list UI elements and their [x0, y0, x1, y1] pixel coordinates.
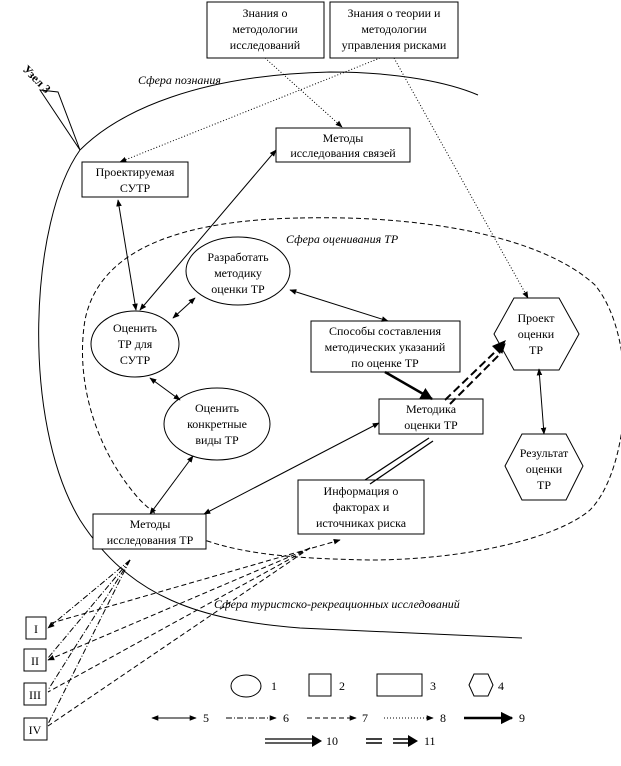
- svg-text:конкретные: конкретные: [187, 417, 247, 431]
- svg-text:методологии: методологии: [361, 22, 427, 36]
- svg-text:10: 10: [326, 734, 338, 748]
- svg-text:методических указаний: методических указаний: [325, 340, 446, 354]
- svg-text:9: 9: [519, 711, 525, 725]
- sphere-evaluation-label: Сфера оценивания ТР: [286, 232, 399, 246]
- svg-text:Оценить: Оценить: [195, 401, 240, 415]
- side-node-pointer: [38, 89, 81, 151]
- svg-text:оценки: оценки: [526, 462, 563, 476]
- cognition-sphere-outer-curve: [38, 149, 523, 639]
- svg-text:методику: методику: [214, 266, 262, 280]
- svg-text:6: 6: [283, 711, 289, 725]
- svg-text:оценки: оценки: [518, 327, 555, 341]
- svg-text:Разработать: Разработать: [207, 250, 269, 264]
- box-compose-guidance: Способы составления методических указани…: [310, 320, 461, 373]
- double-dashed-arrow-head: [492, 340, 506, 354]
- box-relation-methods: Методы исследования связей: [275, 127, 411, 163]
- svg-text:Оценить: Оценить: [113, 321, 158, 335]
- connections-dashed: [47, 539, 341, 727]
- svg-text:оценки ТР: оценки ТР: [404, 418, 458, 432]
- svg-text:7: 7: [362, 711, 368, 725]
- ellipse-evaluate-specific: Оценить конкретные виды ТР: [163, 387, 271, 461]
- svg-text:IV: IV: [29, 723, 42, 737]
- svg-text:Методика: Методика: [406, 402, 457, 416]
- svg-text:Результат: Результат: [520, 446, 569, 460]
- sphere-research-label: Сфера туристско-рекреационных исследован…: [214, 597, 460, 611]
- connections-dotted: [119, 57, 529, 299]
- svg-text:1: 1: [271, 679, 277, 693]
- cognition-sphere-boundary: [79, 71, 479, 151]
- svg-text:по оценке ТР: по оценке ТР: [351, 356, 419, 370]
- svg-text:3: 3: [430, 679, 436, 693]
- legend: 1 2 3 4 5 6 7 8 9 10 11: [151, 673, 525, 748]
- svg-text:методологии: методологии: [232, 22, 298, 36]
- svg-text:виды ТР: виды ТР: [195, 433, 239, 447]
- svg-text:Методы: Методы: [323, 131, 364, 145]
- svg-text:III: III: [29, 688, 41, 702]
- svg-text:Проект: Проект: [517, 311, 555, 325]
- svg-text:факторах и: факторах и: [333, 500, 390, 514]
- thick-arrow-compose-to-method: [384, 370, 434, 401]
- svg-text:Способы составления: Способы составления: [329, 324, 442, 338]
- svg-text:СУТР: СУТР: [120, 353, 151, 367]
- hexagon-result: Результат оценки ТР: [504, 433, 584, 501]
- sphere-cognition-label: Сфера познания: [138, 73, 221, 87]
- box-roman-2: II: [23, 648, 47, 672]
- svg-text:исследования ТР: исследования ТР: [107, 533, 194, 547]
- svg-text:Знания о: Знания о: [242, 6, 287, 20]
- connections-bidirectional: [116, 149, 547, 515]
- svg-text:ТР: ТР: [537, 478, 551, 492]
- box-tr-methods: Методы исследования ТР: [92, 513, 207, 550]
- ellipse-evaluate-tr: Оценить ТР для СУТР: [90, 310, 180, 378]
- svg-text:8: 8: [440, 711, 446, 725]
- svg-text:Проектируемая: Проектируемая: [96, 165, 175, 179]
- box-knowledge-risk: Знания о теории и методологии управления…: [329, 1, 459, 59]
- svg-text:11: 11: [424, 734, 436, 748]
- svg-text:ТР: ТР: [529, 343, 543, 357]
- svg-text:Методы: Методы: [130, 517, 171, 531]
- svg-text:Информация о: Информация о: [324, 484, 399, 498]
- svg-text:ТР для: ТР для: [118, 337, 153, 351]
- ellipse-develop-method: Разработать методику оценки ТР: [185, 236, 291, 306]
- svg-text:2: 2: [339, 679, 345, 693]
- svg-text:Знания о теории и: Знания о теории и: [348, 6, 442, 20]
- svg-text:управления рисками: управления рисками: [342, 38, 447, 52]
- box-roman-3: III: [23, 682, 47, 706]
- double-dashed-arrow-method-to-project: [444, 343, 506, 405]
- box-designed-sutr: Проектируемая СУТР: [81, 161, 189, 198]
- svg-text:исследований: исследований: [230, 38, 301, 52]
- box-knowledge-methodology: Знания о методологии исследований: [206, 1, 325, 59]
- svg-text:исследования связей: исследования связей: [290, 146, 396, 160]
- hexagon-project: Проект оценки ТР: [493, 297, 580, 371]
- box-methodology: Методика оценки ТР: [378, 398, 484, 435]
- svg-text:СУТР: СУТР: [120, 181, 151, 195]
- box-risk-info: Информация о факторах и источниках риска: [297, 479, 425, 535]
- svg-text:5: 5: [203, 711, 209, 725]
- double-arrow-info-to-method: [364, 437, 434, 485]
- svg-text:источниках риска: источниках риска: [316, 516, 407, 530]
- svg-text:4: 4: [498, 679, 504, 693]
- svg-text:I: I: [34, 622, 38, 636]
- box-roman-1: I: [25, 616, 47, 640]
- box-roman-4: IV: [23, 717, 48, 741]
- svg-text:оценки ТР: оценки ТР: [211, 282, 265, 296]
- svg-text:II: II: [31, 654, 39, 668]
